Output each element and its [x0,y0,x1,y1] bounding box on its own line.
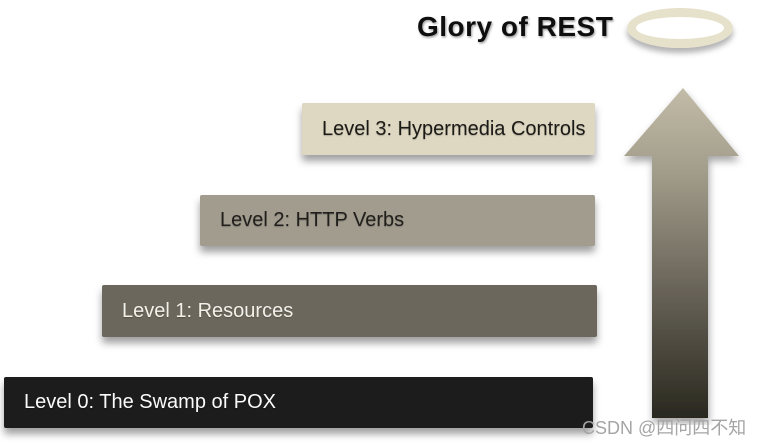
maturity-level-0-bar: Level 0: The Swamp of POX [4,377,593,428]
maturity-level-1-bar: Level 1: Resources [102,285,597,337]
maturity-level-3-bar: Level 3: Hypermedia Controls [302,103,595,155]
halo-icon [627,8,733,48]
up-arrow-icon [624,88,739,418]
maturity-level-2-label: Level 2: HTTP Verbs [220,209,405,231]
page-title: Glory of REST [417,11,614,42]
maturity-level-0-label: Level 0: The Swamp of POX [24,391,276,413]
maturity-level-1-label: Level 1: Resources [122,299,294,322]
watermark: CSDN @四问四不知 [582,418,747,438]
maturity-level-2-bar: Level 2: HTTP Verbs [200,195,595,246]
maturity-level-3-label: Level 3: Hypermedia Controls [322,117,586,140]
